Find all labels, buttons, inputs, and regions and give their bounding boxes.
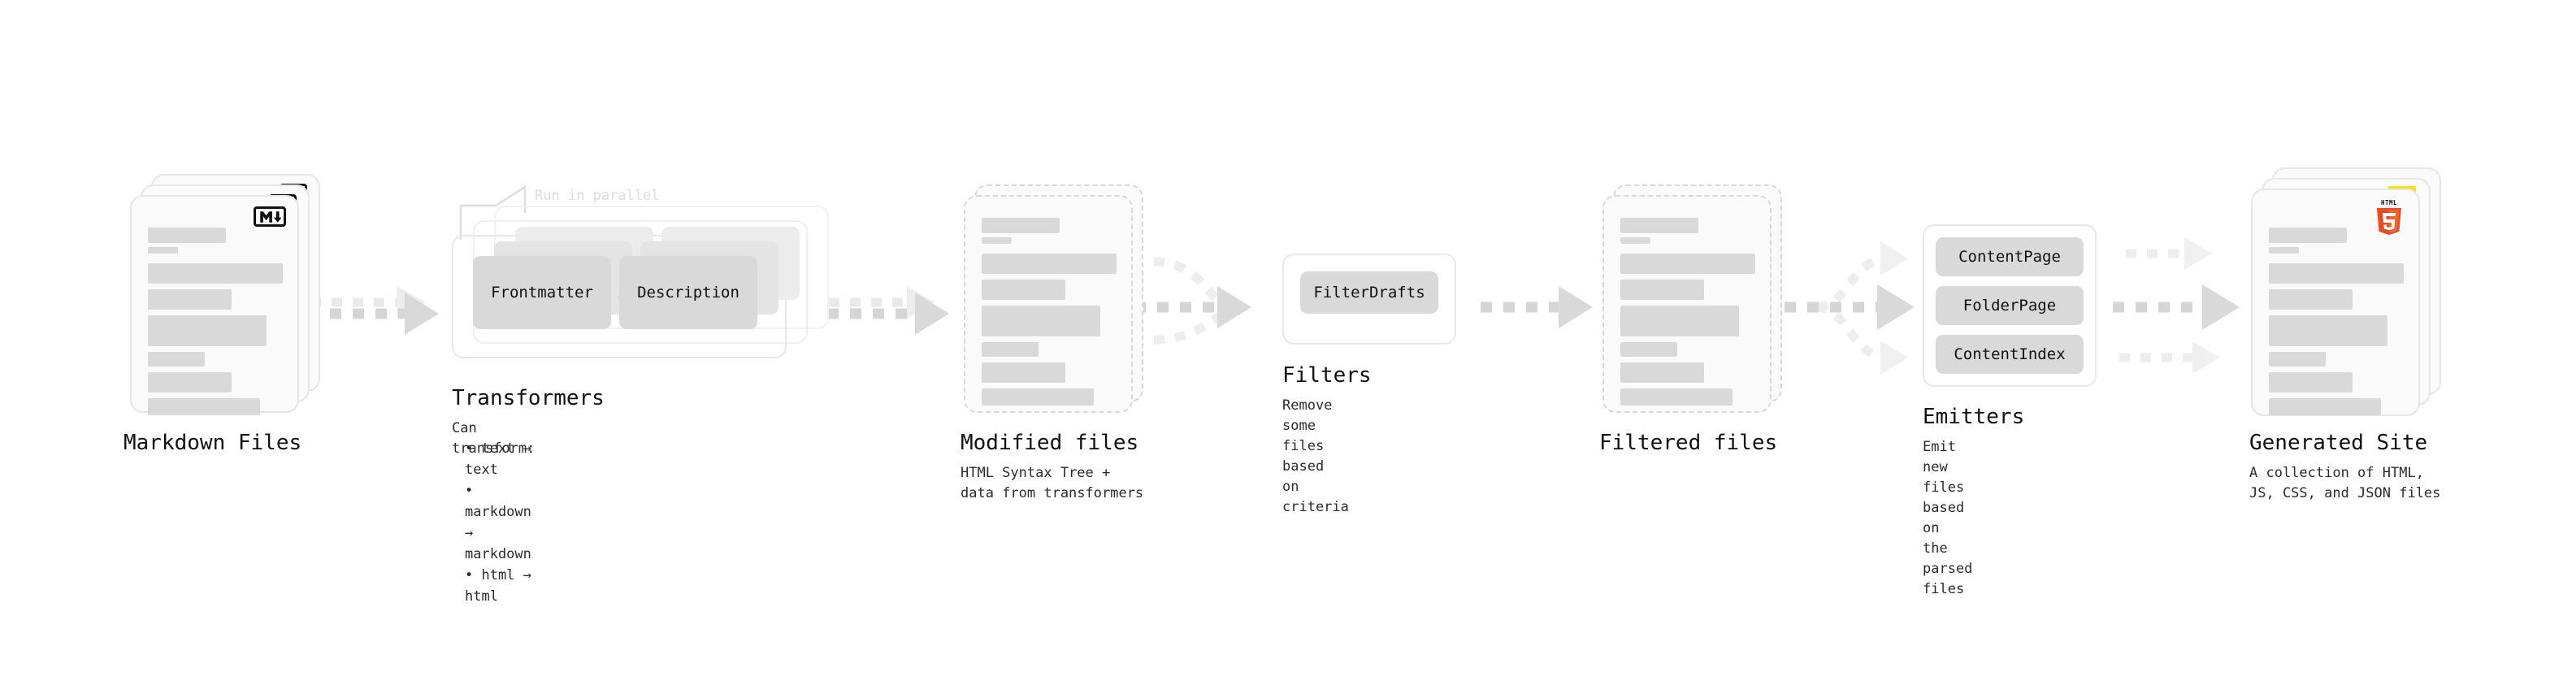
chip-label: Frontmatter: [491, 284, 593, 301]
skeleton-bar: [1620, 306, 1740, 336]
skeleton-bar: [1620, 237, 1650, 244]
skeleton-bar: [2269, 228, 2348, 243]
skeleton-bar: [982, 306, 1101, 336]
arrow-transformers-to-modified: [827, 286, 949, 335]
svg-text:HTML: HTML: [2381, 199, 2397, 206]
skeleton-bar: [982, 388, 1094, 406]
generated-file-html: HTML: [2251, 189, 2420, 416]
stage-title-emitters: Emitters: [1923, 405, 2025, 429]
modified-files-subtitle: HTML Syntax Tree + data from transformer…: [961, 465, 1144, 501]
skeleton-bar: [148, 352, 205, 367]
skeleton-bar: [982, 254, 1117, 274]
stage-markdown-files: Markdown Files: [124, 174, 325, 455]
stage-title-generated-site: Generated Site: [2249, 431, 2428, 455]
filters-box: [1282, 254, 1456, 345]
emitter-chip-contentpage[interactable]: ContentPage: [1936, 237, 2084, 276]
skeleton-bar: [982, 218, 1060, 233]
emitters-subtitle: Emit new files based on the parsed files: [1923, 439, 1973, 597]
skeleton-bar: [148, 372, 232, 393]
skeleton-bar: [148, 315, 267, 346]
skeleton-bar: [2269, 372, 2353, 393]
stage-generated-site: CSS HTML: [2249, 167, 2454, 501]
file-skeleton-content: [1620, 218, 1755, 406]
stage-modified-files: Modified files HTML Syntax Tree + data f…: [961, 184, 1159, 501]
stage-title-transformers: Transformers: [452, 386, 605, 410]
skeleton-bar: [148, 398, 260, 415]
modified-file-front: [964, 195, 1133, 413]
transformers-bullets: • text → text • markdown → markdown • ht…: [452, 438, 531, 607]
emitters-box: [1923, 224, 2097, 387]
skeleton-bar: [982, 362, 1065, 383]
emitter-chip-contentindex[interactable]: ContentIndex: [1936, 335, 2084, 374]
html5-icon: HTML: [2373, 198, 2405, 236]
skeleton-bar: [982, 280, 1065, 300]
file-skeleton-content: [2269, 228, 2404, 415]
skeleton-bar: [2269, 352, 2326, 367]
skeleton-bar: [2269, 398, 2381, 415]
markdown-file-stack: [130, 174, 325, 419]
stage-title-filters: Filters: [1282, 363, 1372, 388]
generated-site-subtitle: A collection of HTML, JS, CSS, and JSON …: [2249, 465, 2441, 501]
skeleton-bar: [1620, 342, 1677, 357]
bullet-markdown-to-markdown: • markdown → markdown: [465, 483, 531, 562]
chip-label: Description: [637, 284, 739, 301]
transformer-chip-description[interactable]: Description: [619, 256, 757, 329]
filters-subtitle: Remove some files based on criteria: [1282, 397, 1349, 515]
filter-chip-filterdrafts[interactable]: FilterDrafts: [1300, 271, 1438, 314]
skeleton-bar: [1620, 254, 1755, 274]
chip-label: ContentIndex: [1954, 345, 2066, 363]
file-skeleton-content: [982, 218, 1117, 406]
arrow-markdown-to-transformers: [307, 286, 439, 335]
bullet-html-to-html: • html → html: [465, 567, 531, 605]
arrow-filtered-to-emitters: [1785, 241, 1915, 375]
generated-file-stack: CSS HTML: [2251, 167, 2454, 420]
stage-title-markdown-files: Markdown Files: [124, 431, 302, 455]
skeleton-bar: [982, 342, 1039, 357]
stage-title-modified-files: Modified files: [961, 431, 1139, 455]
chip-label: ContentPage: [1958, 248, 2061, 266]
chip-label: FolderPage: [1962, 297, 2057, 314]
chip-label: FilterDrafts: [1313, 284, 1425, 301]
emitter-chip-folderpage[interactable]: FolderPage: [1936, 286, 2084, 325]
stage-filtered-files: Filtered files: [1599, 184, 1798, 455]
arrow-filters-to-filtered: [1481, 286, 1593, 328]
transformer-chip-frontmatter[interactable]: Frontmatter: [473, 256, 611, 329]
arrow-emitters-to-site: [2113, 237, 2240, 374]
skeleton-bar: [148, 289, 232, 310]
filters-plugin-box: FilterDrafts: [1282, 254, 1456, 345]
skeleton-bar: [1620, 280, 1704, 300]
bullet-text-to-text: • text → text: [465, 440, 531, 478]
skeleton-bar: [2269, 263, 2404, 284]
skeleton-bar: [1620, 388, 1733, 406]
transformers-subtitle: Can transform:: [452, 420, 536, 457]
run-in-parallel-label: Run in parallel: [535, 188, 660, 204]
file-skeleton-content: [148, 228, 283, 415]
skeleton-bar: [148, 263, 283, 284]
modified-file-stack: [964, 184, 1159, 419]
markdown-icon: [254, 206, 286, 227]
skeleton-bar: [2269, 289, 2353, 310]
skeleton-bar: [2269, 315, 2388, 346]
stage-title-filtered-files: Filtered files: [1599, 431, 1778, 455]
skeleton-bar: [1620, 218, 1699, 233]
markdown-file-front: [130, 195, 299, 415]
skeleton-bar: [2269, 247, 2299, 254]
filtered-file-front: [1602, 195, 1772, 413]
skeleton-bar: [982, 237, 1012, 244]
emitters-plugin-box: ContentPage FolderPage ContentIndex: [1923, 224, 2097, 387]
skeleton-bar: [148, 228, 227, 243]
filtered-file-stack: [1602, 184, 1798, 419]
transformer-plugin-stack: Frontmatter Description: [452, 195, 834, 358]
skeleton-bar: [1620, 362, 1704, 383]
skeleton-bar: [148, 247, 178, 254]
